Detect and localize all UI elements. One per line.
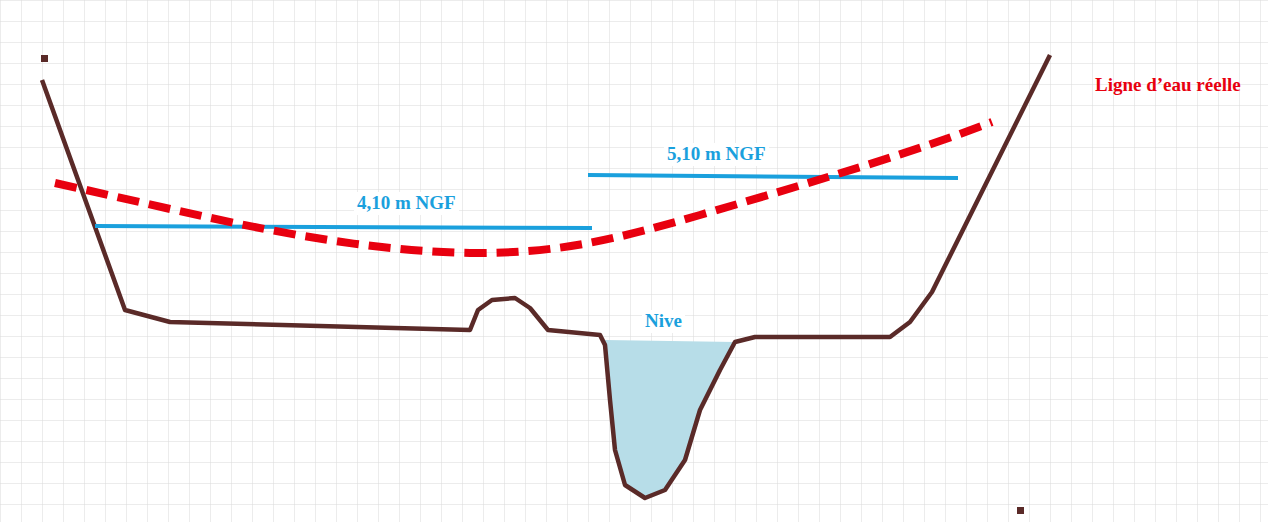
- corner-mark: [1017, 507, 1024, 514]
- real-water-line: [55, 122, 992, 253]
- corner-mark: [41, 55, 48, 62]
- water-level-line: [95, 226, 592, 228]
- water-level-line: [588, 175, 958, 178]
- line-label: Ligne d’eau réelle: [1092, 74, 1244, 97]
- level-label: 5,10 m NGF: [664, 143, 769, 166]
- valley-profile: [42, 55, 1050, 498]
- river-water: [605, 340, 735, 498]
- level-label: 4,10 m NGF: [354, 192, 459, 215]
- river-name: Nive: [642, 310, 685, 333]
